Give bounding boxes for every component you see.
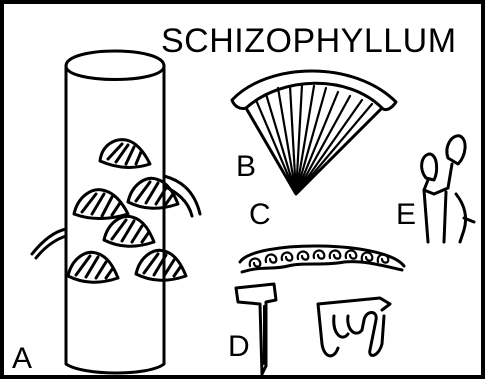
cap xyxy=(104,216,154,246)
figure-title: SCHIZOPHYLLUM xyxy=(161,24,457,58)
panel-d-section xyxy=(236,284,390,374)
gill-curl xyxy=(298,252,309,260)
cap xyxy=(136,250,186,280)
panel-label-c: C xyxy=(249,200,271,230)
section-detail xyxy=(318,298,390,356)
twig-right xyxy=(164,176,200,216)
fan-shaped-caps xyxy=(68,140,186,283)
gill-curl xyxy=(250,259,261,267)
cap xyxy=(128,178,178,208)
gill-curl xyxy=(362,253,373,261)
log-top-ellipse xyxy=(66,51,164,80)
neighbour-cell xyxy=(456,194,474,242)
cap xyxy=(100,140,150,168)
spore xyxy=(422,154,437,180)
cap xyxy=(74,190,128,219)
illustration xyxy=(4,4,485,383)
twig-left xyxy=(32,229,66,258)
basidium-body xyxy=(424,190,446,242)
panel-label-a: A xyxy=(12,344,32,374)
panel-label-e: E xyxy=(396,200,416,230)
gill-curl xyxy=(282,253,293,261)
panel-c-section xyxy=(240,246,404,272)
panel-e-basidium xyxy=(422,136,474,242)
spore xyxy=(447,136,465,164)
gill-curl xyxy=(266,255,277,263)
panel-label-d: D xyxy=(228,332,250,362)
panel-a-log xyxy=(32,51,200,373)
section-inner xyxy=(242,262,402,272)
gill-curl xyxy=(346,251,357,259)
cap xyxy=(68,252,118,282)
gill-curl xyxy=(330,251,341,259)
gill-curl xyxy=(314,251,325,259)
panel-label-b: B xyxy=(236,152,256,182)
panel-b-gills xyxy=(232,71,396,194)
